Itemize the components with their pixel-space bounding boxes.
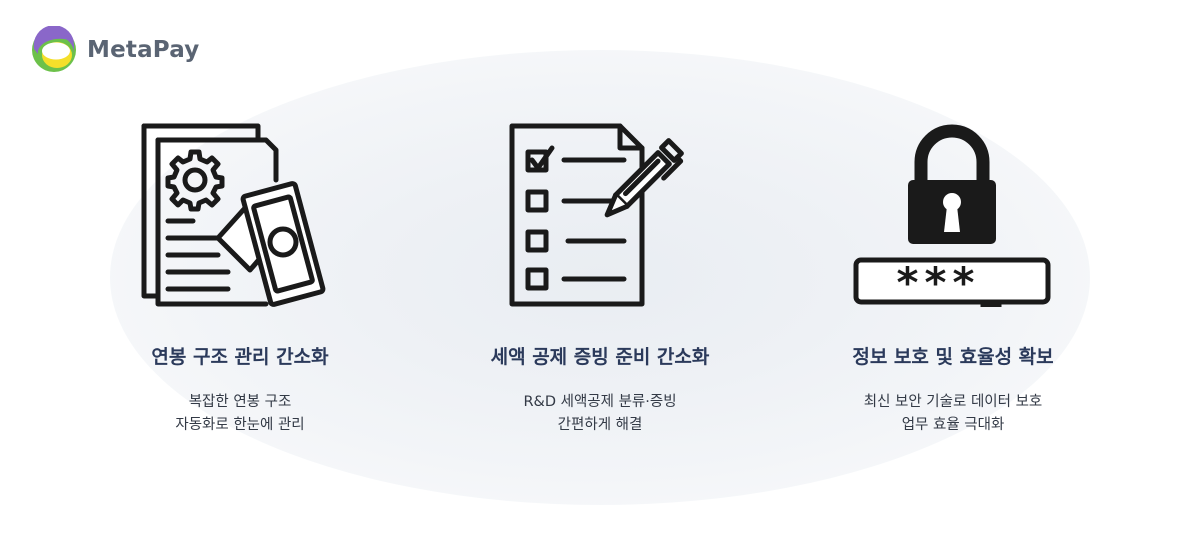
brand-name: MetaPay	[87, 37, 200, 63]
feature-description-line: 자동화로 한눈에 관리	[175, 417, 305, 433]
feature-description-line: 업무 효율 극대화	[901, 417, 1005, 433]
checklist-pen-icon	[509, 123, 684, 307]
feature-description-line: 간편하게 해결	[557, 417, 643, 433]
feature-description: 복잡한 연봉 구조 자동화로 한눈에 관리	[90, 391, 390, 437]
metapay-logo[interactable]: MetaPay	[30, 26, 199, 74]
metapay-logo-icon	[32, 26, 76, 72]
feature-title: 세액 공제 증빙 준비 간소화	[490, 346, 710, 368]
feature-description-line: 복잡한 연봉 구조	[188, 394, 292, 410]
padlock-password-icon: ***_	[853, 124, 1051, 307]
feature-title: 연봉 구조 관리 간소화	[151, 346, 329, 368]
feature-description-line: R&D 세액공제 분류·증빙	[523, 394, 677, 410]
feature-description: 최신 보안 기술로 데이터 보호 업무 효율 극대화	[803, 391, 1103, 437]
feature-description: R&D 세액공제 분류·증빙 간편하게 해결	[450, 391, 750, 437]
documents-money-icon	[141, 123, 326, 307]
feature-title: 정보 보호 및 효율성 확보	[852, 346, 1054, 368]
password-mask: ***_	[897, 258, 1008, 307]
feature-description-line: 최신 보안 기술로 데이터 보호	[863, 394, 1043, 410]
